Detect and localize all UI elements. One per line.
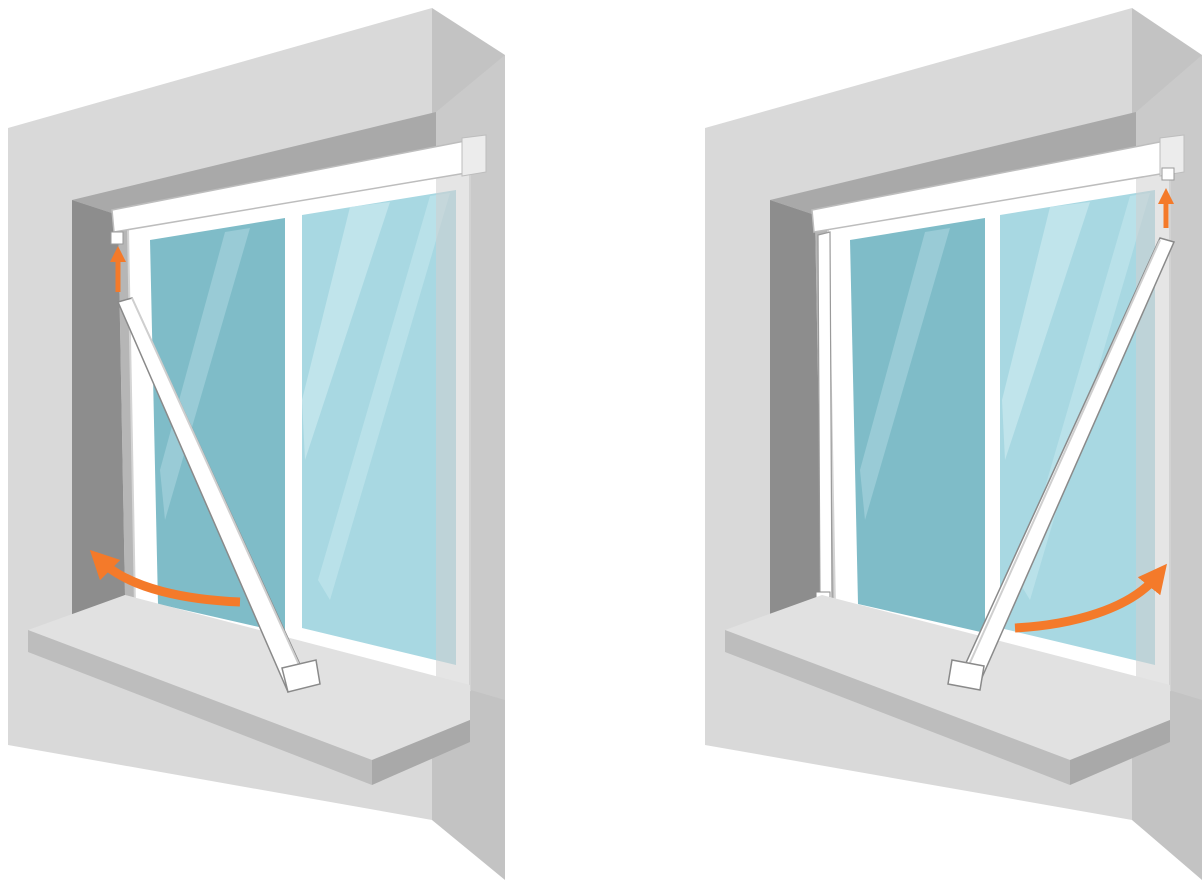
vertical-post: [818, 232, 832, 606]
rail-bracket: [111, 232, 123, 244]
reveal-left: [770, 200, 822, 628]
bar-end-cap: [948, 660, 984, 690]
rail-bracket: [1162, 168, 1174, 180]
left-panel: [8, 8, 505, 880]
right-panel: [705, 8, 1202, 880]
top-rail-end: [462, 135, 486, 176]
